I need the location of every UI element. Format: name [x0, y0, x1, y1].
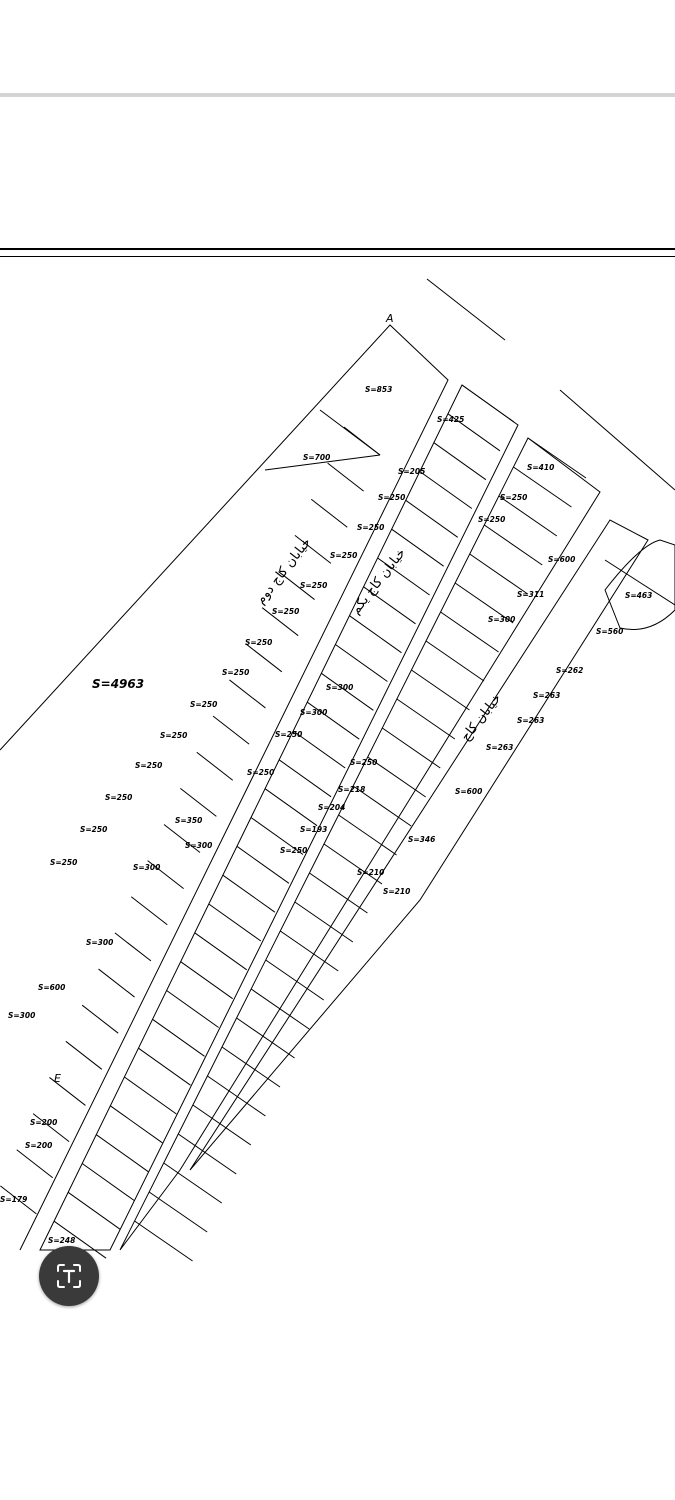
parcel-area-label: S=600 [38, 983, 65, 992]
parcel-area-label: S=193 [300, 825, 327, 834]
parcel-area-label: S=250 [272, 607, 299, 616]
parcel-area-label: S=250 [247, 768, 274, 777]
parcel-area-label: S=300 [86, 938, 113, 947]
parcel-area-label: S=263 [533, 691, 560, 700]
corner-label-e: E [54, 1072, 61, 1085]
parcel-area-label: S=311 [517, 590, 544, 599]
parcel-area-label: S=463 [625, 591, 652, 600]
parcel-area-label: S=410 [527, 463, 554, 472]
parcel-area-label: S=210 [357, 868, 384, 877]
parcel-area-label: S=262 [556, 666, 583, 675]
block-outlines [0, 278, 675, 1262]
text-scan-button[interactable] [39, 1246, 99, 1306]
parcel-area-label: S=218 [338, 785, 365, 794]
parcel-area-label: S=350 [175, 816, 202, 825]
parcel-area-label: S=346 [408, 835, 435, 844]
parcel-area-label: S=250 [300, 581, 327, 590]
parcel-area-label: S=248 [48, 1236, 75, 1245]
map-frame-line-inner [0, 256, 675, 257]
top-divider [0, 93, 675, 97]
parcel-area-label: S=204 [318, 803, 345, 812]
parcel-area-label: S=250 [245, 638, 272, 647]
parcel-area-label: S=250 [378, 493, 405, 502]
parcel-area-label: S=560 [596, 627, 623, 636]
parcel-area-label: S=250 [160, 731, 187, 740]
parcel-area-label: S=300 [8, 1011, 35, 1020]
corner-labels: A E [54, 312, 394, 1085]
parcel-labels: S=853S=700S=425S=205S=250S=250S=250S=250… [0, 385, 652, 1245]
parcel-area-label: S=263 [517, 716, 544, 725]
parcel-area-label: S=600 [455, 787, 482, 796]
parcel-area-label: S=425 [437, 415, 464, 424]
parcel-area-label: S=300 [300, 708, 327, 717]
parcel-area-label: S=250 [330, 551, 357, 560]
parcel-area-label: S=205 [398, 467, 425, 476]
parcel-area-label: S=250 [105, 793, 132, 802]
street-label-second: خیابان کاج دوم [253, 535, 314, 607]
parcel-area-label: S=300 [326, 683, 353, 692]
parcel-area-label: S=853 [365, 385, 392, 394]
parcel-area-label: S=600 [548, 555, 575, 564]
parcel-area-label: S=250 [357, 523, 384, 532]
parcel-area-label: S=200 [25, 1141, 52, 1150]
parcel-area-label: S=300 [185, 841, 212, 850]
parcel-area-label: S=250 [350, 758, 377, 767]
parcel-area-label: S=250 [50, 858, 77, 867]
parcel-area-label: S=179 [0, 1195, 27, 1204]
corner-label-a: A [385, 312, 394, 325]
parcel-area-label: S=250 [135, 761, 162, 770]
parcel-area-label: S=300 [133, 863, 160, 872]
parcel-area-label: S=250 [80, 825, 107, 834]
parcel-area-label: S=250 [478, 515, 505, 524]
parcel-area-label: S=263 [486, 743, 513, 752]
street-label-main: خیابان کاج [458, 691, 504, 744]
parcel-area-label: S=250 [190, 700, 217, 709]
parcel-area-label: S=700 [303, 453, 330, 462]
street-labels: خیابان کاج دوم خیابان کاج یکم خیابان کاج [253, 535, 504, 744]
parcel-area-label: S=250 [500, 493, 527, 502]
large-parcel-area: S=4963 [92, 677, 144, 691]
map-frame-line [0, 248, 675, 250]
parcel-area-label: S=250 [275, 730, 302, 739]
parcel-area-label: S=200 [30, 1118, 57, 1127]
parcel-area-label: S=210 [383, 887, 410, 896]
parcel-area-label: S=250 [222, 668, 249, 677]
parcel-area-label: S=250 [280, 846, 307, 855]
parcel-area-label: S=300 [488, 615, 515, 624]
text-scan-icon [57, 1264, 81, 1288]
